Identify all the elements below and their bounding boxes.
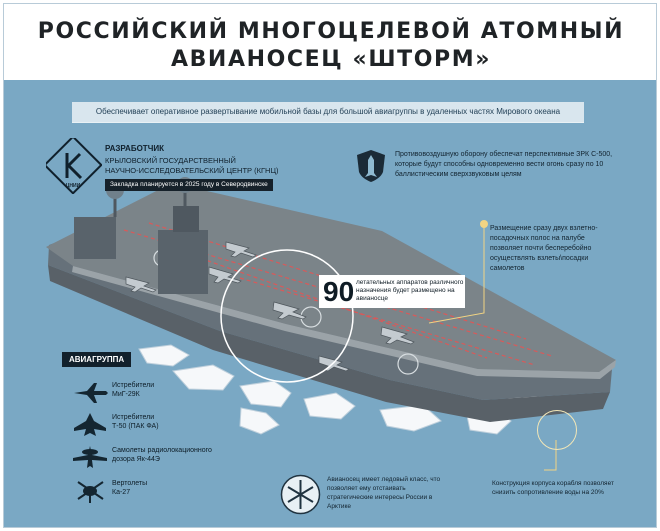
missile-shape <box>365 155 377 177</box>
airgroup-item-name: Самолеты радиолокационного дозора Як-44Э <box>112 447 212 463</box>
developer-name: КРЫЛОВСКИЙ ГОСУДАРСТВЕННЫЙ НАУЧНО-ИССЛЕД… <box>105 156 279 175</box>
deck-highlight-circle <box>220 249 354 383</box>
developer-role: РАЗРАБОТЧИК <box>105 144 164 153</box>
deck-jet <box>380 326 415 345</box>
deck-jet <box>318 355 350 372</box>
page-title: РОССИЙСКИЙ МНОГОЦЕЛЕВОЙ АТОМНЫЙ АВИАНОСЕ… <box>4 18 656 74</box>
stealth-fighter-icon <box>74 413 106 436</box>
shield-missile-icon <box>357 150 385 182</box>
hull-lower <box>48 265 610 422</box>
snowflake-lines <box>287 480 314 509</box>
mission-divider <box>72 122 584 123</box>
helicopter-body <box>83 486 97 496</box>
runway-connector <box>428 224 485 324</box>
airgroup-item-t50: Истребители Т-50 (ПАК ФА) <box>72 411 232 439</box>
arctic-ice-icon <box>280 474 321 515</box>
infographic-frame: РОССИЙСКИЙ МНОГОЦЕЛЕВОЙ АТОМНЫЙ АВИАНОСЕ… <box>3 3 657 528</box>
runway-pin-icon <box>480 220 488 228</box>
deck-aircraft <box>125 241 415 372</box>
airgroup-label: АВИАГРУППА <box>62 352 132 367</box>
ice-floe <box>239 407 280 435</box>
ice-floe <box>138 344 190 367</box>
runway-line <box>123 229 553 357</box>
stealth-fighter-shape <box>74 413 106 436</box>
kgnc-logo-icon: ЦНИИ <box>46 138 102 194</box>
runway-text: Размещение сразу двух взлетно-посадочных… <box>490 225 598 272</box>
ice-class-text: Авианосец имеет ледовый класс, что позво… <box>327 476 441 510</box>
deck-jet <box>225 241 257 258</box>
awacs-plane-shape <box>73 446 107 468</box>
title-line-2: АВИАНОСЕЦ «ШТОРМ» <box>170 47 492 72</box>
hull-design-text: Конструкция корпуса корабля позволяет сн… <box>492 480 614 496</box>
connector-lines <box>428 224 557 471</box>
landing-circle <box>397 353 419 375</box>
airgroup-item-name: Вертолеты Ка-27 <box>112 480 148 496</box>
title-line-1: РОССИЙСКИЙ МНОГОЦЕЛЕВОЙ АТОМНЫЙ <box>37 19 625 44</box>
ice-floe <box>239 380 292 408</box>
ice-floe <box>303 392 356 420</box>
runway-line <box>239 277 536 366</box>
hull-connector <box>544 440 557 471</box>
island-block <box>74 217 116 259</box>
aircraft-count-text: летательных аппаратов различного назначе… <box>356 279 464 302</box>
mission-banner: Обеспечивает оперативное развертывание м… <box>72 102 584 122</box>
ice-floe <box>172 364 235 391</box>
fighter-jet-icon <box>74 383 108 403</box>
logo-text: ЦНИИ <box>66 183 81 189</box>
main-panel: Обеспечивает оперативное развертывание м… <box>4 80 656 527</box>
airgroup-item-mig29k: Истребители МиГ-29К <box>72 379 232 407</box>
island-block <box>173 206 199 232</box>
hull-highlight-circle <box>537 410 577 450</box>
helicopter-tail <box>89 495 91 503</box>
awacs-plane-icon <box>73 446 107 468</box>
aircraft-count-box: 90 летательных аппаратов различного назн… <box>319 275 465 308</box>
helicopter-icon <box>77 481 104 503</box>
island-block <box>158 230 208 294</box>
fighter-jet-shape <box>74 383 108 403</box>
air-defense-text: Противовоздушную оборону обеспечат персп… <box>395 151 613 178</box>
construction-note: Закладка планируется в 2025 году в Север… <box>105 179 273 191</box>
aircraft-count-number: 90 <box>323 276 355 307</box>
deck-jet <box>125 276 157 293</box>
airgroup-item-name: Истребители МиГ-29К <box>112 382 155 398</box>
header: РОССИЙСКИЙ МНОГОЦЕЛЕВОЙ АТОМНЫЙ АВИАНОСЕ… <box>4 4 656 80</box>
airgroup-item-ka27: Вертолеты Ка-27 <box>72 477 232 505</box>
logo-k-mark <box>65 152 83 180</box>
deck-jet <box>272 301 307 320</box>
logo-frame <box>46 138 102 194</box>
airgroup-item-name: Истребители Т-50 (ПАК ФА) <box>112 414 159 430</box>
airgroup-item-yak44e: Самолеты радиолокационного дозора Як-44Э <box>72 444 232 472</box>
